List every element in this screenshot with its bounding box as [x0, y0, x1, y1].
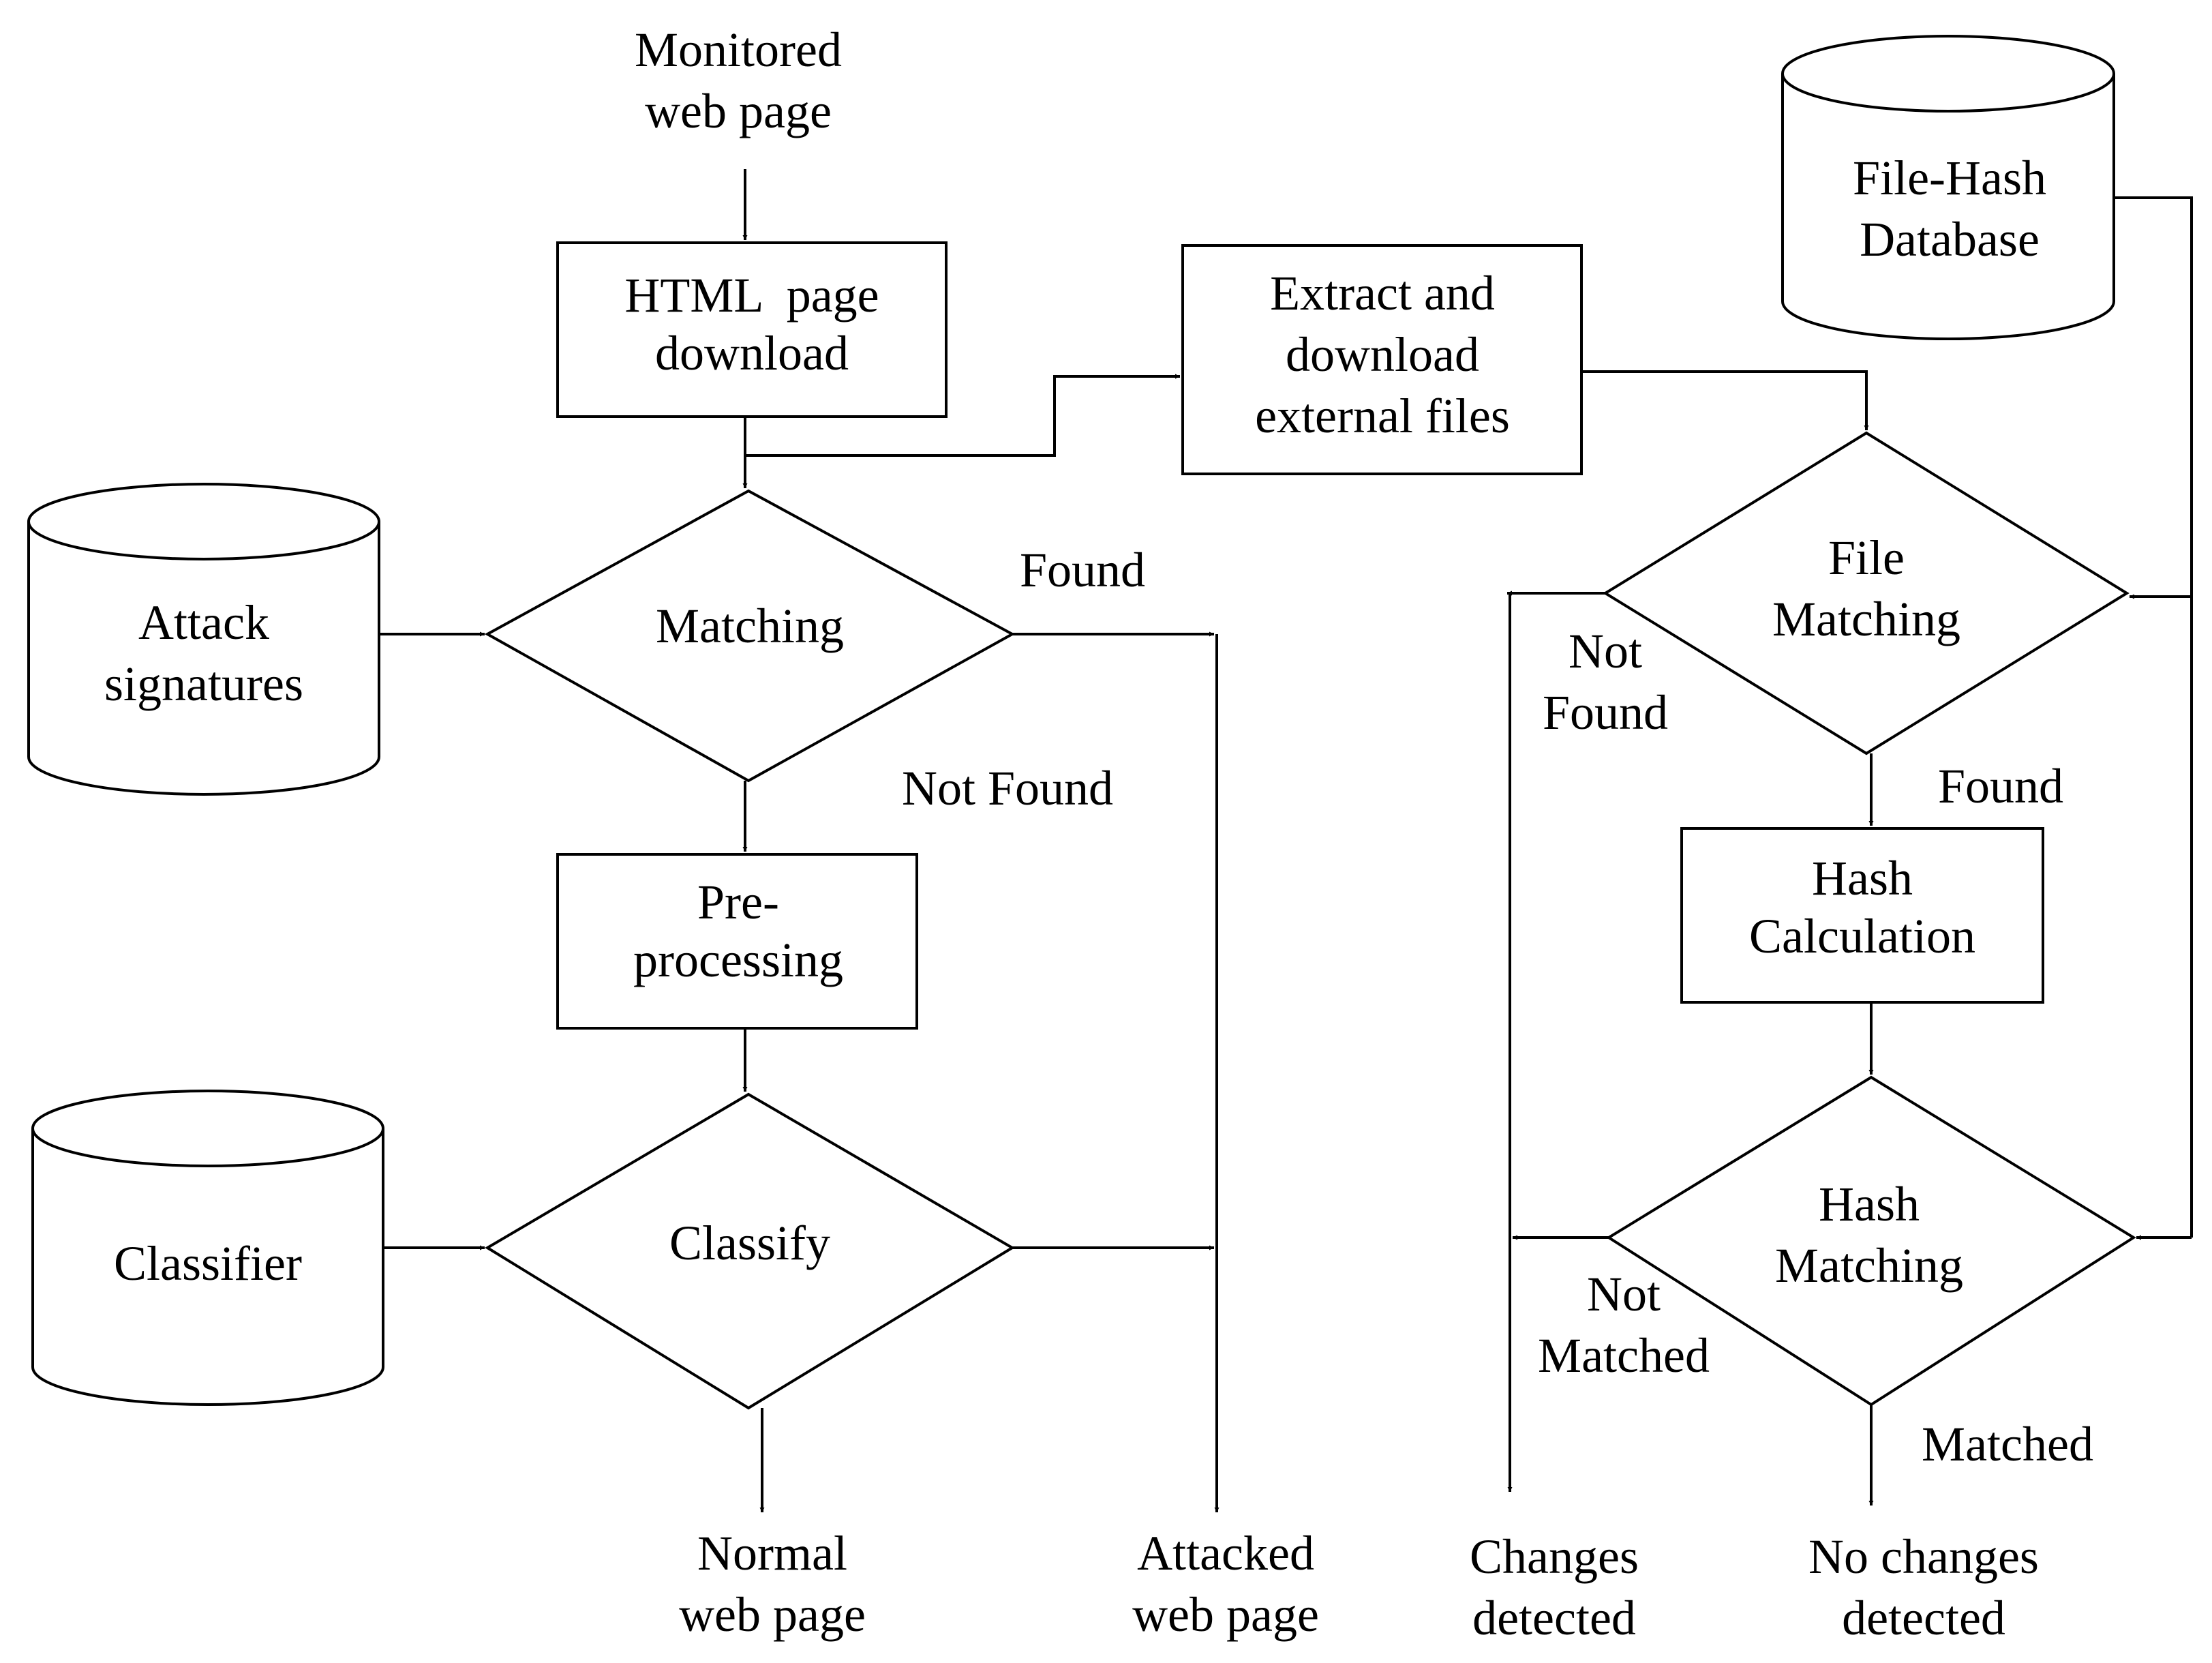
file-hash-database-label-line-2: Database: [1860, 212, 2040, 267]
no-changes-detected-label-line-2: detected: [1842, 1591, 2005, 1645]
file-hash-database-label-line-1: File-Hash: [1853, 151, 2046, 205]
file-matching-diamond: [1603, 431, 2130, 755]
file-not-found-label-line-1: Not: [1569, 624, 1642, 678]
extract-files-label-line-2: download: [1286, 327, 1479, 382]
classify-label: Classify: [669, 1216, 830, 1270]
classify-label-line-1: Classify: [669, 1216, 830, 1270]
extract-files-label-line-1: Extract and: [1270, 266, 1495, 320]
attack-signatures-label-line-1: Attack: [138, 595, 269, 650]
edge-extract-to-file-matching: [1581, 370, 1869, 430]
changes-detected-label-line-2: detected: [1472, 1591, 1636, 1645]
html-download-label-line-2: download: [655, 326, 849, 380]
monitored-web-page-label: Monitored web page: [635, 23, 842, 138]
classifier-label: Classifier: [114, 1236, 302, 1291]
no-changes-detected-label-line-1: No changes: [1808, 1529, 2039, 1584]
hash-calculation-label-line-2: Calculation: [1749, 909, 1975, 963]
extract-files-box: [1181, 244, 1583, 475]
file-found-label-line-1: Found: [1938, 759, 2063, 813]
extract-files-label-line-3: external files: [1255, 389, 1510, 443]
matching-not-found-label: Not Found: [902, 761, 1113, 815]
hash-not-matched-label-line-1: Not: [1587, 1267, 1661, 1321]
hash-calculation-box: [1680, 827, 2044, 1004]
matching-found-label-line-1: Found: [1020, 543, 1145, 597]
edge-database-bus: [2114, 196, 2193, 1238]
classifier-label-line-1: Classifier: [114, 1236, 302, 1291]
edge-download-to-extract: [745, 374, 1180, 457]
changes-detected-label-line-1: Changes: [1470, 1529, 1639, 1584]
attacked-web-page-label-line-1: Attacked: [1137, 1526, 1314, 1580]
hash-matched-label: Matched: [1922, 1417, 2093, 1471]
classifier-cylinder: [31, 1090, 384, 1406]
attack-signatures-cylinder: [27, 483, 380, 796]
file-hash-database-cylinder: [1781, 35, 2115, 340]
monitored-web-page-label-line-1: Monitored: [635, 23, 842, 77]
matching-found-label: Found: [1020, 543, 1145, 597]
no-changes-detected-label: No changes detected: [1808, 1529, 2039, 1645]
preprocessing-box: [556, 853, 918, 1030]
attack-signatures-label-line-2: signatures: [104, 657, 303, 711]
file-matching-label-line-1: File: [1828, 530, 1905, 585]
hash-matched-label-line-1: Matched: [1922, 1417, 2093, 1471]
changes-detected-label: Changes detected: [1470, 1529, 1639, 1645]
preprocessing-label-line-1: Pre-: [697, 875, 779, 929]
attack-signatures-label: Attack signatures: [104, 595, 303, 711]
html-download-label-line-1: HTML page: [624, 268, 879, 323]
matching-label: Matching: [656, 599, 844, 653]
extract-files-label: Extract and download external files: [1255, 266, 1510, 443]
file-found-label: Found: [1938, 759, 2063, 813]
normal-web-page-label-line-2: web page: [679, 1587, 866, 1642]
normal-web-page-label: Normal web page: [679, 1526, 866, 1642]
attacked-web-page-label-line-2: web page: [1132, 1587, 1319, 1642]
preprocessing-label: Pre-processing: [633, 875, 843, 987]
matching-label-line-1: Matching: [656, 599, 844, 653]
hash-not-matched-label-line-2: Matched: [1538, 1328, 1710, 1383]
matching-not-found-label-line-1: Not Found: [902, 761, 1113, 815]
hash-matching-label-line-1: Hash: [1819, 1177, 1920, 1231]
matching-diamond: [484, 489, 1016, 783]
hash-matching-label-line-2: Matching: [1775, 1238, 1963, 1293]
file-not-found-label-line-2: Found: [1543, 685, 1668, 740]
classify-diamond: [485, 1092, 1015, 1410]
attacked-web-page-label: Attacked web page: [1132, 1526, 1319, 1642]
html-download-box: [556, 241, 948, 418]
preprocessing-label-line-2: processing: [633, 933, 843, 987]
monitored-web-page-label-line-2: web page: [645, 84, 832, 138]
normal-web-page-label-line-1: Normal: [697, 1526, 847, 1580]
hash-calculation-label-line-1: Hash: [1812, 851, 1913, 905]
file-matching-label-line-2: Matching: [1772, 592, 1960, 646]
